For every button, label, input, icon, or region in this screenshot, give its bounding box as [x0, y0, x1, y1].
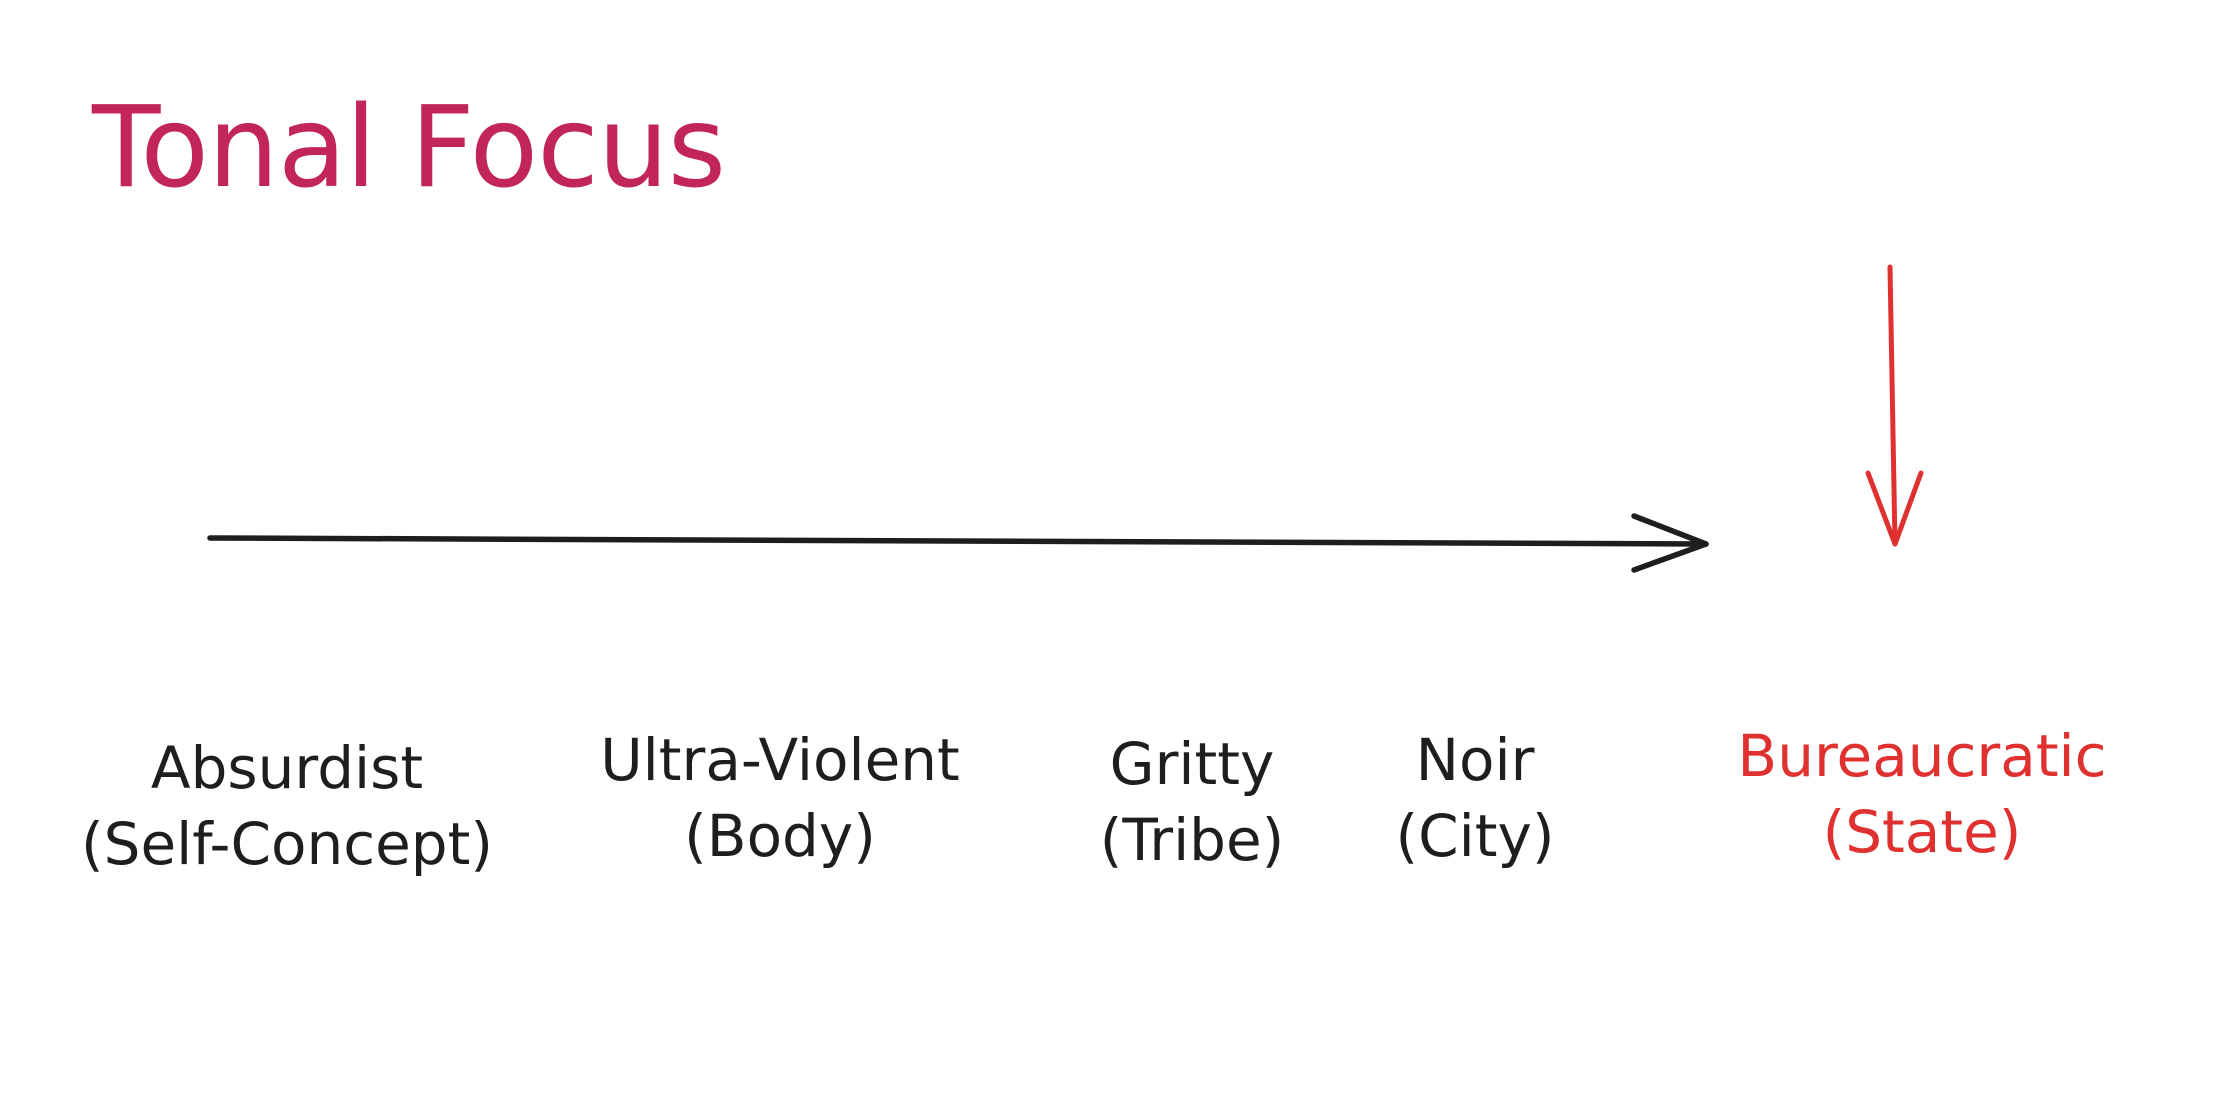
scale-arrow — [207, 513, 1709, 573]
stage-name: Absurdist — [150, 734, 424, 802]
stage-name: Ultra-Violent — [600, 726, 960, 794]
stage-name: Bureaucratic — [1737, 722, 2107, 790]
stage-bureaucratic: Bureaucratic (State) — [1737, 718, 2106, 870]
stage-scope: (Body) — [684, 802, 876, 870]
stage-absurdist: Absurdist (Self-Concept) — [81, 730, 493, 882]
scale-arrow-head — [1631, 513, 1709, 573]
stage-gritty: Gritty (Tribe) — [1100, 726, 1285, 878]
marker-arrow-shaft — [1887, 264, 1898, 547]
stage-scope: (State) — [1822, 798, 2022, 866]
marker-arrow-head — [1865, 470, 1924, 547]
stage-scope: (City) — [1395, 802, 1555, 870]
marker-arrow — [1865, 264, 1924, 547]
stage-noir: Noir (City) — [1396, 722, 1555, 874]
stage-ultra-violent: Ultra-Violent (Body) — [600, 722, 960, 874]
stage-name: Gritty — [1109, 730, 1275, 798]
stage-scope: (Tribe) — [1099, 806, 1285, 874]
scale-arrow-shaft — [207, 535, 1709, 547]
stage-scope: (Self-Concept) — [81, 810, 493, 878]
stage-name: Noir — [1415, 726, 1535, 794]
diagram-title: Tonal Focus — [92, 83, 726, 213]
